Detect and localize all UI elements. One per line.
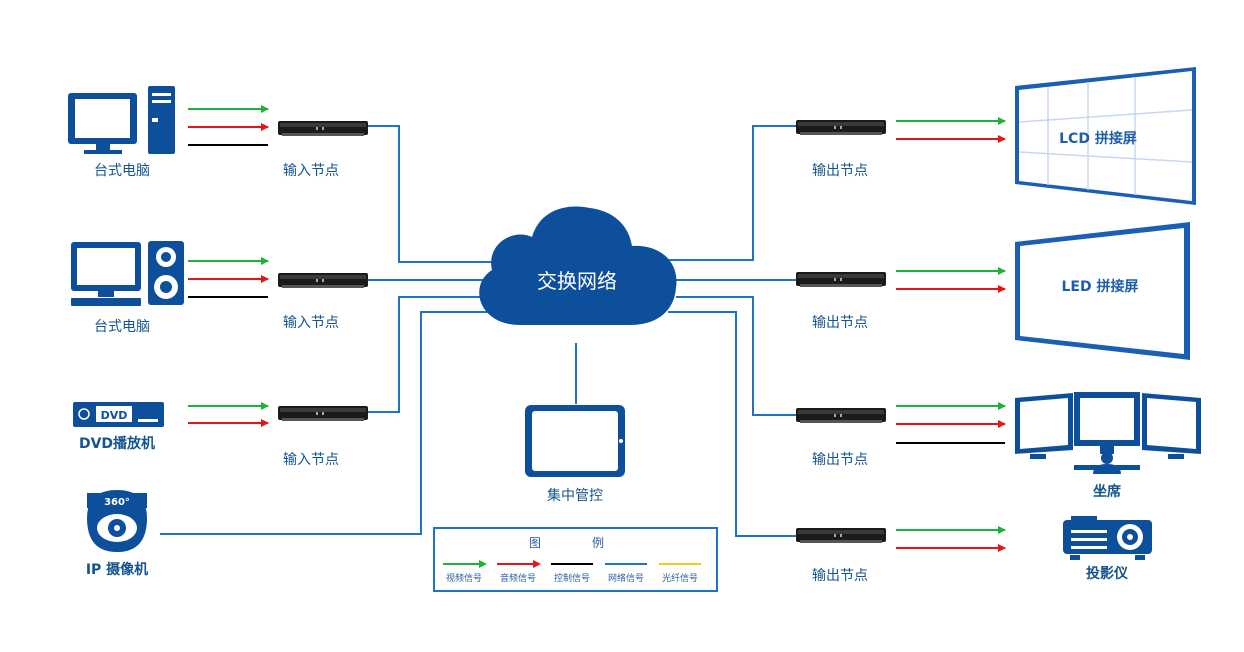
network-line-out3 — [676, 296, 796, 416]
source-dvd-label: DVD播放机 — [79, 435, 155, 452]
legend-label-4: 光纤信号 — [662, 572, 698, 584]
control-label: 集中管控 — [547, 487, 603, 504]
led-wall-icon — [1015, 222, 1190, 360]
output-node-3-label: 输出节点 — [812, 452, 868, 468]
legend-arrowhead-1 — [533, 560, 541, 568]
ip-camera-icon — [87, 490, 147, 552]
legend-box — [433, 527, 718, 592]
output-node-1-device — [796, 120, 886, 135]
network-line-out4 — [668, 311, 796, 537]
output-node-2-label: 输出节点 — [812, 315, 868, 331]
output-node-1-label: 输出节点 — [812, 163, 868, 179]
input-node-2-device — [278, 273, 368, 288]
legend-label-3: 网络信号 — [608, 572, 644, 584]
network-line-camera — [160, 311, 488, 535]
desktop-speaker-icon — [71, 241, 184, 306]
source-pc1-label: 台式电脑 — [94, 163, 150, 179]
legend-label-2: 控制信号 — [554, 572, 590, 584]
network-line-in3 — [368, 296, 486, 413]
network-line-out1 — [668, 125, 796, 261]
input-node-2-label: 输入节点 — [283, 315, 339, 331]
legend-title-right: 例 — [592, 536, 604, 550]
legend: 图 例 视频信号 音频信号 控制信号 网络信号 光纤信号 — [433, 527, 718, 592]
network-line-in1 — [368, 125, 494, 263]
seat-monitors-icon — [1015, 392, 1201, 474]
source-camera-label: IP 摄像机 — [86, 561, 148, 578]
output-signals — [896, 117, 1006, 552]
legend-arrowhead-0 — [479, 560, 487, 568]
dvd-player-icon — [73, 402, 164, 427]
dvd-badge: DVD — [101, 409, 128, 422]
output-node-4-device — [796, 528, 886, 543]
seat-label: 坐席 — [1093, 483, 1121, 500]
tablet-icon — [525, 405, 625, 477]
input-node-3-label: 输入节点 — [283, 452, 339, 468]
desktop-computer-icon — [68, 86, 175, 154]
led-label: LED 拼接屏 — [1062, 278, 1139, 295]
output-node-4-label: 输出节点 — [812, 568, 868, 584]
projector-icon — [1063, 516, 1152, 560]
input-node-1-label: 输入节点 — [283, 163, 339, 179]
network-cloud — [479, 206, 677, 325]
legend-label-0: 视频信号 — [446, 572, 482, 584]
network-lines — [160, 125, 796, 537]
legend-label-1: 音频信号 — [500, 572, 536, 584]
input-node-1-device — [278, 121, 368, 136]
legend-title-left: 图 — [529, 536, 541, 550]
source-pc2-label: 台式电脑 — [94, 319, 150, 335]
input-node-3-device — [278, 406, 368, 421]
network-title: 交换网络 — [537, 269, 617, 293]
source-signals — [188, 105, 269, 427]
output-node-3-device — [796, 408, 886, 423]
lcd-label: LCD 拼接屏 — [1059, 130, 1137, 147]
camera-badge: 360° — [104, 497, 130, 508]
output-node-2-device — [796, 272, 886, 287]
lcd-video-wall-icon — [1015, 67, 1196, 205]
projector-label: 投影仪 — [1086, 566, 1129, 582]
